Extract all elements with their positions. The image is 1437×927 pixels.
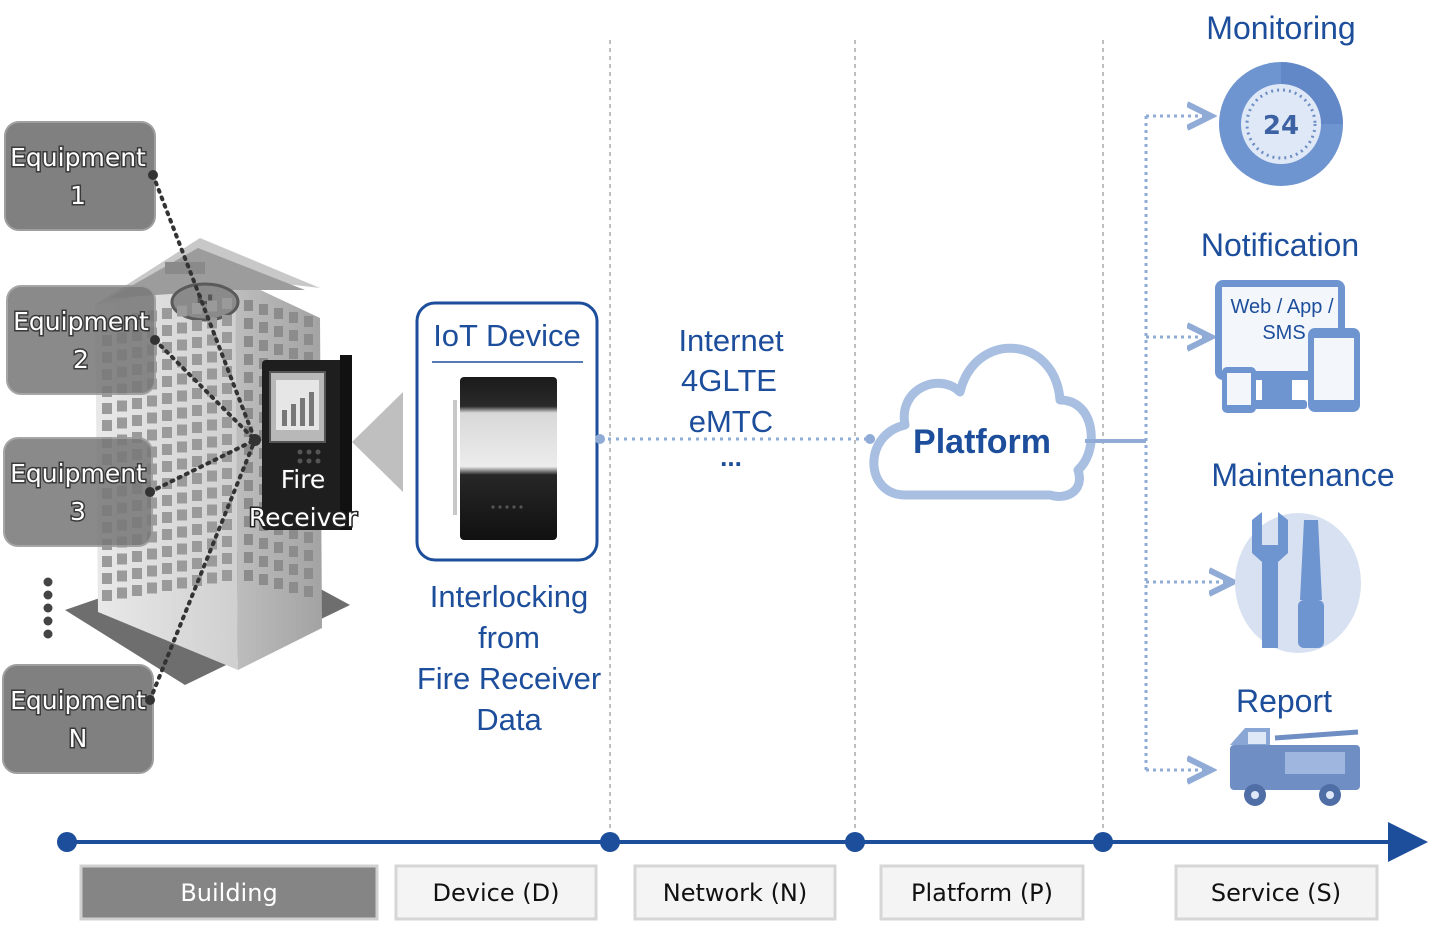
stage-platform-label: Platform (P) — [911, 879, 1053, 907]
more-equipment-dots — [43, 577, 53, 639]
stage-building: Building — [79, 864, 379, 921]
devices-icon: Web / App / SMS — [1215, 280, 1360, 413]
clock-24-icon: 24 — [1219, 62, 1343, 186]
stage-device-label: Device (D) — [433, 879, 560, 907]
clock-24-label: 24 — [1263, 111, 1299, 141]
iot-device-title: IoT Device — [433, 318, 581, 353]
equipment-1-box: Equipment 1 — [4, 121, 156, 231]
wrench-screwdriver-icon — [1235, 512, 1361, 653]
equipment-n-box: Equipment N — [2, 664, 154, 774]
service-maintenance-title: Maintenance — [1211, 457, 1394, 493]
fire-receiver-label-line1: Fire — [281, 465, 326, 494]
iot-caption-line3: Fire Receiver — [417, 661, 601, 696]
equipment-n-number: N — [69, 724, 88, 753]
iot-device-image — [460, 377, 557, 540]
network-label-internet: Internet — [678, 323, 784, 358]
service-monitoring-title: Monitoring — [1206, 10, 1355, 46]
fire-receiver-panel: Fire Receiver — [247, 355, 359, 534]
iot-device-caption: Interlocking from Fire Receiver Data — [417, 579, 601, 737]
equipment-2-box: Equipment 2 — [6, 285, 156, 395]
equipment-connections — [148, 173, 257, 702]
stage-service: Service (S) — [1174, 864, 1379, 921]
stage-network-label: Network (N) — [663, 879, 808, 907]
platform-cloud-icon: Platform — [869, 343, 1096, 501]
notification-screen-text1: Web / App / — [1230, 296, 1333, 318]
notification-screen-text2: SMS — [1262, 322, 1305, 344]
platform-service-connectors — [1085, 116, 1230, 770]
stage-device: Device (D) — [394, 864, 598, 921]
equipment-3-box: Equipment 3 — [3, 437, 153, 547]
stage-platform: Platform (P) — [879, 864, 1085, 921]
equipment-3-number: 3 — [70, 497, 86, 526]
fire-truck-icon — [1230, 728, 1360, 806]
iot-caption-line2: from — [478, 620, 540, 655]
stage-building-label: Building — [180, 879, 277, 907]
service-notification-title: Notification — [1201, 227, 1359, 263]
iot-caption-line4: Data — [476, 702, 542, 737]
network-label-4glte: 4GLTE — [681, 363, 777, 398]
network-label-more: ... — [720, 442, 742, 472]
network-labels: Internet 4GLTE eMTC ... — [678, 323, 784, 472]
equipment-3-label: Equipment — [10, 459, 146, 488]
network-label-emtc: eMTC — [689, 404, 773, 439]
platform-label: Platform — [913, 423, 1051, 461]
device-pointer-arrow — [352, 392, 403, 492]
service-report-title: Report — [1236, 683, 1332, 719]
equipment-n-label: Equipment — [10, 686, 146, 715]
fire-receiver-label-line2: Receiver — [249, 503, 358, 532]
equipment-1-number: 1 — [70, 181, 86, 210]
equipment-2-label: Equipment — [13, 307, 149, 336]
equipment-1-label: Equipment — [10, 143, 146, 172]
section-dividers — [609, 40, 1104, 838]
equipment-2-number: 2 — [73, 345, 89, 374]
iot-caption-line1: Interlocking — [430, 579, 589, 614]
iot-device-card: IoT Device — [415, 301, 599, 562]
stage-network: Network (N) — [633, 864, 837, 921]
timeline-axis — [57, 822, 1428, 862]
stage-service-label: Service (S) — [1211, 879, 1341, 907]
